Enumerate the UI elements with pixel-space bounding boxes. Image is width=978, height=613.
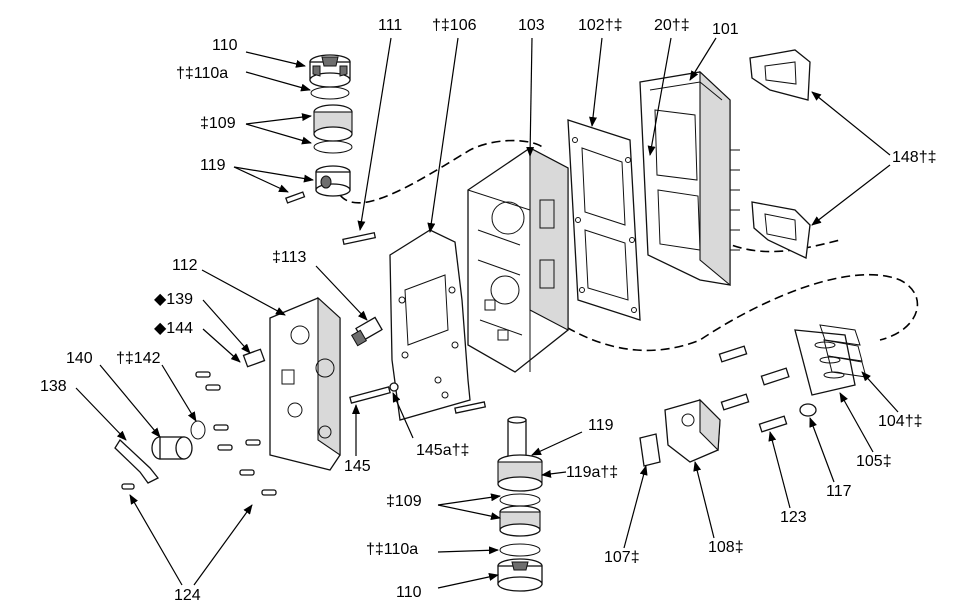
part-119-lower-cap bbox=[497, 416, 543, 492]
part-110a-top-ring bbox=[310, 86, 350, 100]
part-108-housing bbox=[664, 398, 721, 463]
label-112: 112 bbox=[172, 257, 198, 274]
label-138: 138 bbox=[40, 378, 67, 395]
part-107-clip bbox=[639, 433, 661, 467]
part-113-fitting bbox=[350, 316, 383, 347]
label-119-top: 119 bbox=[200, 157, 226, 174]
label-106: †‡106 bbox=[432, 17, 477, 34]
part-148-gasket-bottom bbox=[751, 201, 811, 259]
part-124-screws bbox=[121, 371, 277, 496]
label-108: 108‡ bbox=[708, 539, 744, 556]
label-105: 105‡ bbox=[856, 453, 892, 470]
part-123-bolts bbox=[718, 345, 790, 433]
label-145: 145 bbox=[344, 458, 371, 475]
part-119-top-cap bbox=[285, 165, 351, 204]
label-139: ◆139 bbox=[154, 291, 193, 308]
part-145-stem bbox=[349, 382, 399, 404]
part-101-housing bbox=[639, 70, 740, 287]
label-110a-bottom: †‡110a bbox=[366, 541, 419, 558]
label-119-mid: 119 bbox=[588, 417, 614, 434]
label-101: 101 bbox=[712, 21, 739, 38]
assembly-path-middle bbox=[554, 273, 919, 352]
label-148: 148†‡ bbox=[892, 149, 937, 166]
part-140-cylinder bbox=[151, 436, 193, 460]
part-110-top bbox=[309, 54, 351, 88]
label-110a-top: †‡110a bbox=[176, 65, 229, 82]
label-142: †‡142 bbox=[116, 350, 161, 367]
label-109-bottom: ‡109 bbox=[386, 493, 422, 510]
label-119a: 119a†‡ bbox=[566, 464, 619, 481]
part-112-valve-body bbox=[269, 296, 341, 471]
part-106-gasket bbox=[389, 229, 487, 421]
label-140: 140 bbox=[66, 350, 93, 367]
part-102-plate bbox=[567, 119, 641, 321]
assembly-path-right bbox=[719, 239, 841, 253]
label-104: 104†‡ bbox=[878, 413, 923, 430]
label-123: 123 bbox=[780, 509, 807, 526]
leader-lines bbox=[75, 37, 899, 589]
part-109-top-bearing bbox=[313, 104, 353, 154]
part-138-bracket bbox=[114, 438, 160, 484]
part-110-lower-wheel bbox=[497, 543, 543, 592]
label-102: 102†‡ bbox=[578, 17, 623, 34]
label-107: 107‡ bbox=[604, 549, 640, 566]
label-124: 124 bbox=[174, 587, 201, 604]
part-103-block bbox=[467, 147, 569, 373]
part-139-connector bbox=[242, 348, 266, 368]
label-103: 103 bbox=[518, 17, 545, 34]
label-113: ‡113 bbox=[272, 249, 307, 266]
label-109-top: ‡109 bbox=[200, 115, 236, 132]
part-142-ring bbox=[190, 420, 206, 440]
label-145a: 145a†‡ bbox=[416, 442, 470, 459]
label-110-bottom: 110 bbox=[396, 584, 422, 601]
label-117: 117 bbox=[826, 483, 852, 500]
part-148-gasket-top bbox=[749, 49, 811, 101]
label-144: ◆144 bbox=[154, 320, 193, 337]
label-20: 20†‡ bbox=[654, 17, 690, 34]
part-111-pin bbox=[342, 231, 377, 246]
label-111: 111 bbox=[378, 17, 403, 34]
part-117-plug bbox=[799, 403, 817, 417]
label-110-top: 110 bbox=[212, 37, 238, 54]
part-109-lower-bearing bbox=[499, 493, 541, 537]
